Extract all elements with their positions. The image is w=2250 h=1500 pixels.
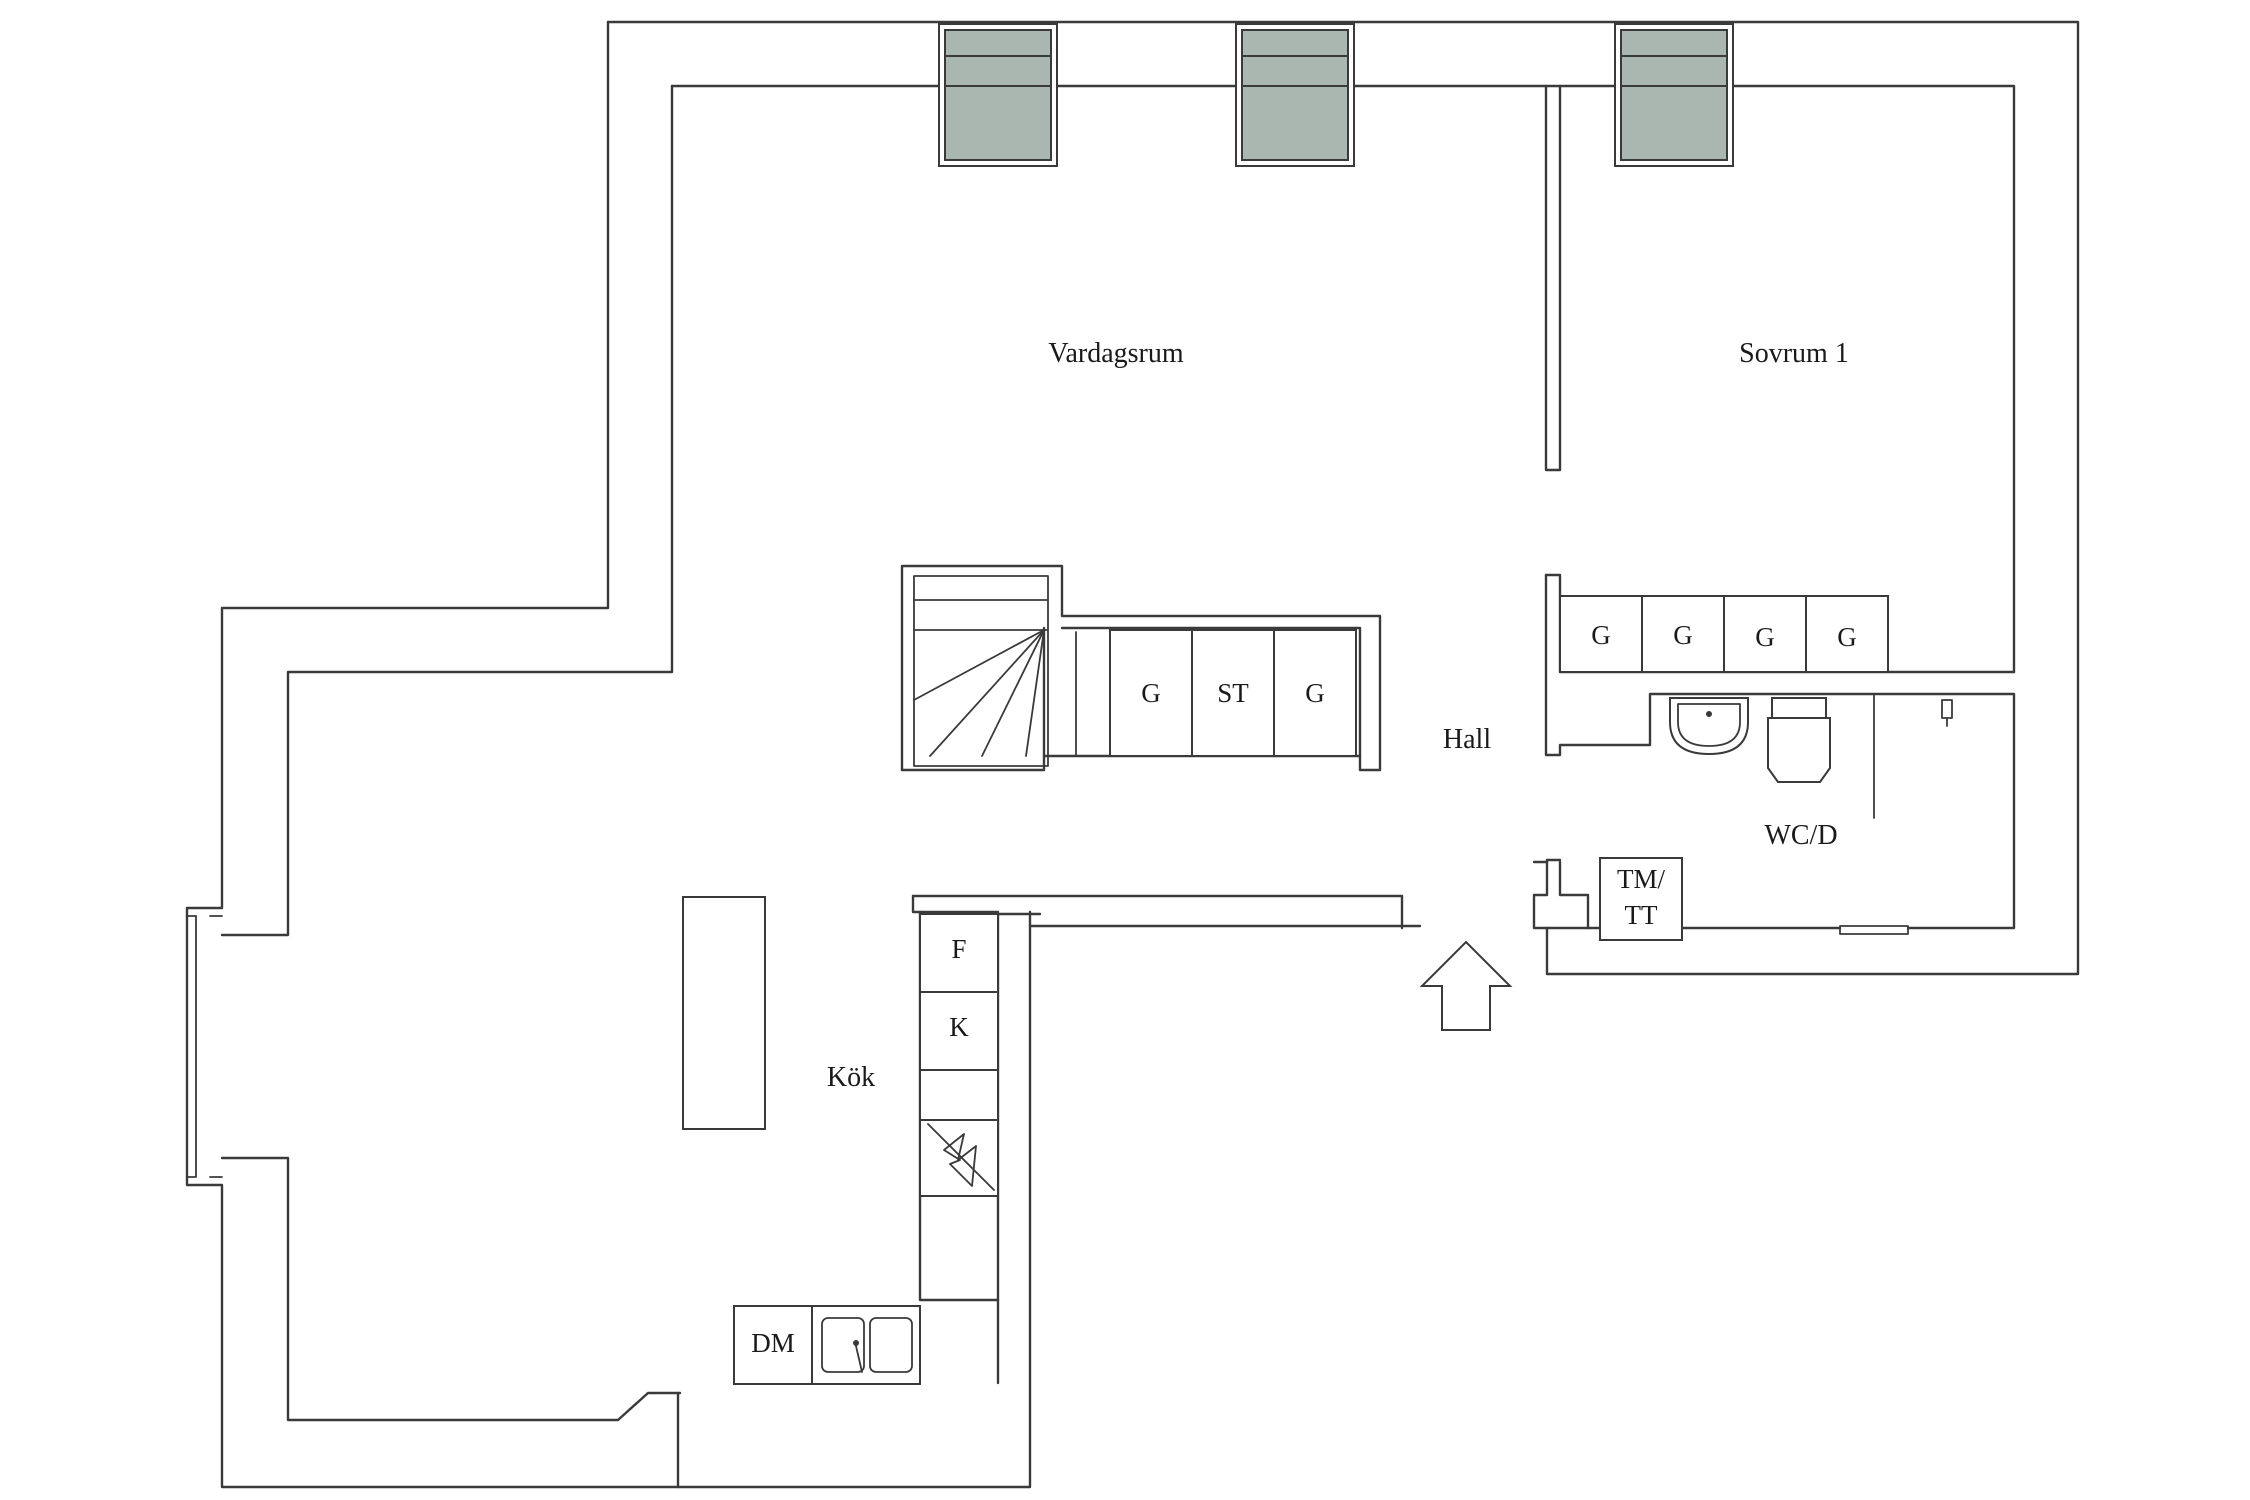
storage-label: ST (1217, 678, 1249, 708)
entrance-arrow-icon (1419, 940, 1513, 1031)
washer-dryer (1599, 857, 1683, 941)
storage-cabinet (1191, 629, 1275, 757)
shower-icon (1941, 699, 1953, 727)
floor-drain (1839, 925, 1909, 935)
interior-walls (911, 84, 2016, 1302)
room-label-hall: Hall (1443, 724, 1491, 755)
washbasin-icon (1669, 697, 1749, 756)
staircase-block (900, 564, 1382, 772)
toilet-icon (1767, 697, 1831, 783)
wardrobe-label: G (1837, 622, 1857, 652)
wardrobe (1273, 629, 1357, 757)
room-label-sovrum: Sovrum 1 (1739, 338, 1849, 369)
room-label-kok: Kök (827, 1062, 875, 1093)
sink-icon (811, 1305, 921, 1385)
skylight-icon (1614, 23, 1734, 167)
bathroom-fixtures (1599, 697, 1953, 941)
skylight-icon (1235, 23, 1355, 167)
skylights (938, 23, 1734, 167)
wardrobe-label: G (1673, 620, 1693, 650)
exterior-walls (185, 20, 2080, 1489)
kitchen (682, 896, 999, 1385)
wardrobe-label: G (1305, 678, 1325, 708)
kitchen-island (682, 896, 766, 1130)
bedroom-wardrobes (1559, 595, 1889, 673)
room-label-vardagsrum: Vardagsrum (1048, 338, 1184, 369)
dishwasher-label: DM (751, 1328, 795, 1358)
counter (919, 1069, 999, 1121)
staircase-icon (913, 575, 1049, 767)
washer-dryer-label-line1: TM/ (1617, 864, 1666, 894)
wardrobe (1723, 595, 1807, 673)
wardrobe (1805, 595, 1889, 673)
stove-icon (919, 1119, 999, 1197)
skylight-icon (938, 23, 1058, 167)
wardrobe (1559, 595, 1643, 673)
freezer-label: K (949, 1012, 969, 1042)
room-label-wc: WC/D (1764, 820, 1837, 851)
wardrobe-label: G (1591, 620, 1611, 650)
fridge-label: F (951, 934, 966, 964)
dishwasher (733, 1305, 813, 1385)
washer-dryer-label-line2: TT (1625, 900, 1658, 930)
freezer (919, 991, 999, 1071)
wardrobe-label: G (1141, 678, 1161, 708)
wardrobe-label: G (1755, 622, 1775, 652)
